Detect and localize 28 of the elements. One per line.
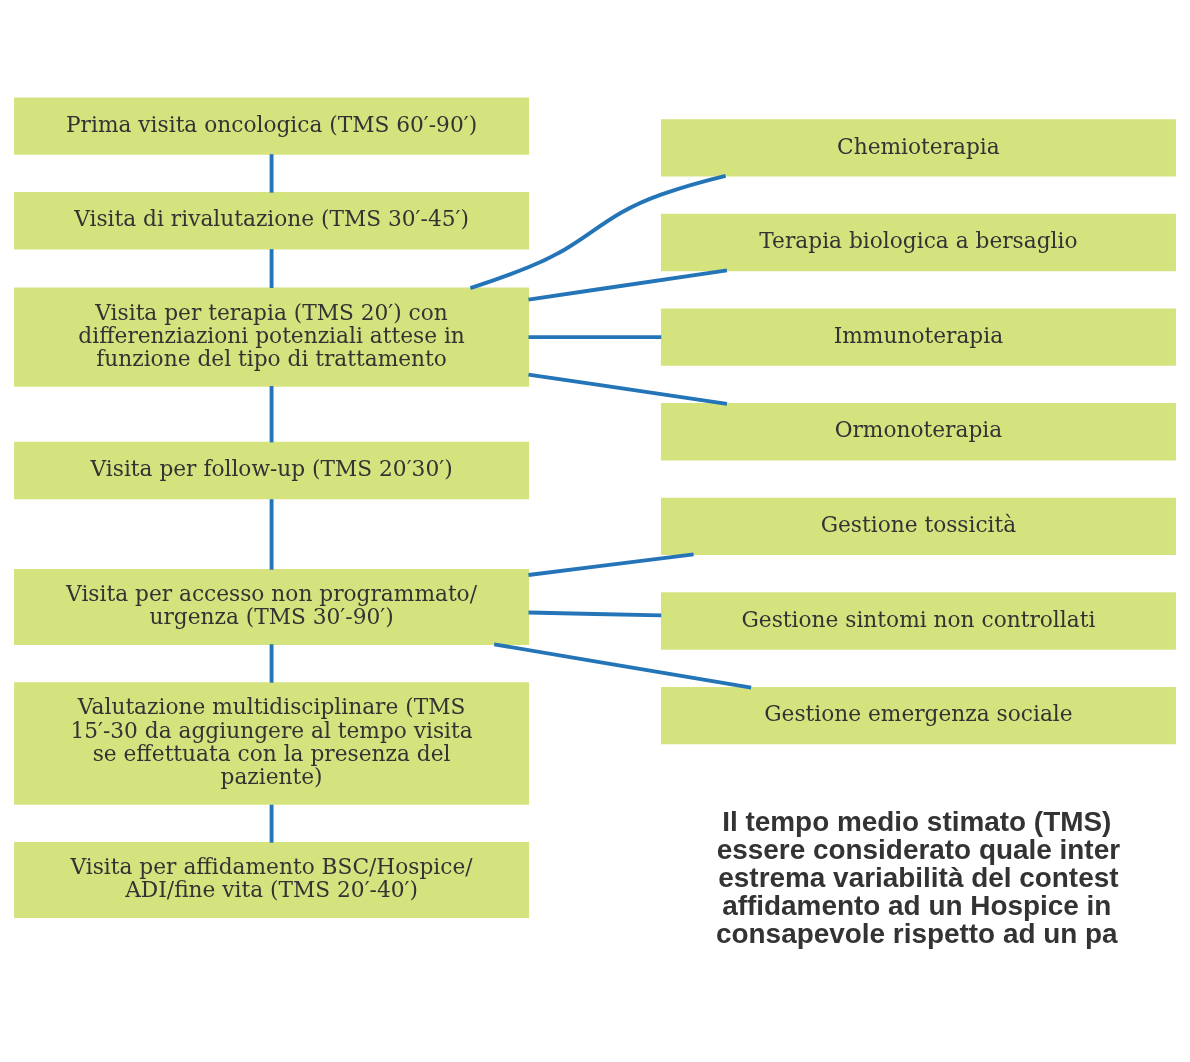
node-box: Prima visita oncologica (TMS 60′-90′) (14, 97, 530, 155)
connector (528, 610, 662, 618)
connector (493, 642, 752, 690)
connector (269, 644, 274, 683)
connector (269, 804, 274, 843)
node-box: Ormonoterapia (660, 403, 1176, 461)
connector (269, 154, 274, 193)
node-box: Gestione sintomi non controllati (660, 592, 1176, 650)
node-box: Gestione tossicità (660, 497, 1176, 556)
connector (269, 499, 274, 570)
connector (469, 173, 727, 290)
node-box: Immunoterapia (660, 308, 1176, 366)
node-box: Visita di rivalutazione (TMS 30′-45′) (14, 192, 530, 250)
node-box: Valutazione multidisciplinare (TMS 15′-30 da aggiungere al tempo visita se effettuata con la presenza del paziente) (14, 682, 530, 805)
node-box: Gestione emergenza sociale (660, 686, 1176, 745)
connector (528, 335, 662, 340)
connector (528, 268, 728, 302)
node-box: Visita per terapia (TMS 20′) con differenziazioni potenziali attese in funzione del tipo di trattamento (14, 287, 530, 387)
node-box: Terapia biologica a bersaglio (660, 213, 1176, 272)
node-box: Chemioterapia (660, 119, 1176, 177)
node-box: Visita per accesso non programmato/ urgenza (TMS 30′-90′) (14, 569, 530, 645)
node-box: Visita per follow-up (TMS 20′30′) (14, 441, 530, 500)
connector (269, 386, 274, 443)
connector (528, 552, 694, 577)
connector (528, 372, 728, 406)
label: Il tempo medio stimato (TMS) essere considerato quale inter estrema variabilità del contest affidamento ad un Hospice in consapevole rispetto ad un pa (716, 806, 1121, 949)
node-box: Visita per affidamento BSC/Hospice/ ADI/fine vita (TMS 20′-40′) (14, 842, 530, 919)
connector (269, 249, 274, 288)
